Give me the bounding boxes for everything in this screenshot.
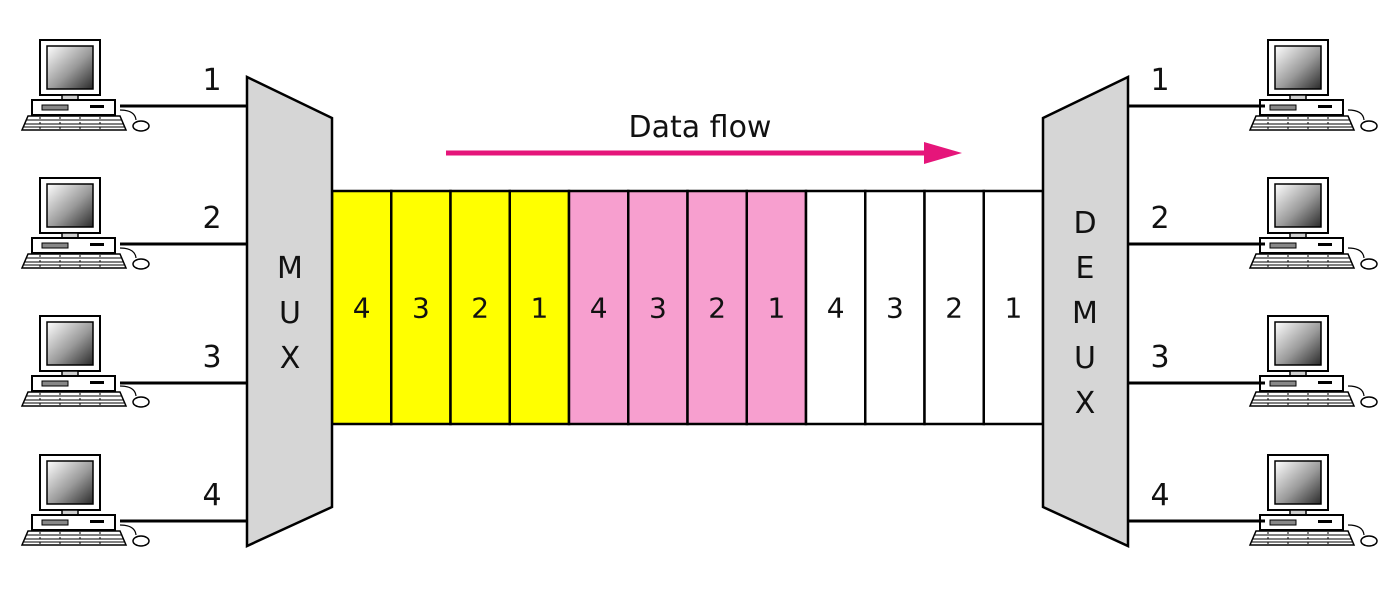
- time-slot-label: 1: [767, 292, 785, 325]
- desktop-computer-icon: [1249, 454, 1378, 547]
- time-slot-label: 4: [590, 292, 608, 325]
- output-number: 1: [1150, 63, 1169, 98]
- data-flow-label: Data flow: [629, 110, 772, 145]
- input-number: 1: [202, 63, 221, 98]
- desktop-computer-icon: [1249, 177, 1378, 270]
- demux-letter: E: [1076, 251, 1095, 286]
- desktop-computer-icon: [21, 177, 150, 270]
- demux-letter: U: [1074, 341, 1096, 376]
- output-number: 2: [1150, 201, 1169, 236]
- desktop-computer-icon: [1249, 39, 1378, 132]
- mux-letter: U: [279, 296, 301, 331]
- demux-letter: M: [1072, 296, 1098, 331]
- time-slot-label: 3: [886, 292, 904, 325]
- time-slot-label: 1: [530, 292, 548, 325]
- desktop-computer-icon: [21, 315, 150, 408]
- time-slot: [745, 189, 808, 426]
- time-slot: [923, 189, 985, 426]
- time-slot: [804, 189, 867, 426]
- output-number: 3: [1150, 340, 1169, 375]
- time-slot-label: 3: [649, 292, 667, 325]
- time-slot: [982, 189, 1045, 426]
- demux-letter: X: [1075, 386, 1096, 421]
- input-number: 3: [202, 340, 221, 375]
- mux-letter: M: [277, 251, 303, 286]
- time-slot-label: 4: [827, 292, 845, 325]
- desktop-computer-icon: [21, 39, 150, 132]
- desktop-computer-icon: [21, 454, 150, 547]
- mux-letter: X: [280, 341, 301, 376]
- time-slot-label: 3: [412, 292, 430, 325]
- output-number: 4: [1150, 478, 1169, 513]
- time-slot-label: 4: [353, 292, 371, 325]
- input-number: 2: [202, 201, 221, 236]
- desktop-computer-icon: [1249, 315, 1378, 408]
- mux-block: [245, 75, 334, 548]
- time-slot-label: 1: [1004, 292, 1022, 325]
- time-slot: [627, 189, 689, 426]
- input-number: 4: [202, 478, 221, 513]
- time-slot-label: 2: [945, 292, 963, 325]
- time-slot-label: 2: [471, 292, 489, 325]
- link-frames: 4 3 2 1 4 3 2 1 4 3 2 1: [330, 189, 1045, 426]
- demux-letter: D: [1073, 206, 1096, 241]
- time-slot: [686, 189, 748, 426]
- time-slot-label: 2: [708, 292, 726, 325]
- time-slot: [390, 189, 452, 426]
- demux-block: [1041, 75, 1130, 548]
- arrowhead-icon: [924, 142, 962, 164]
